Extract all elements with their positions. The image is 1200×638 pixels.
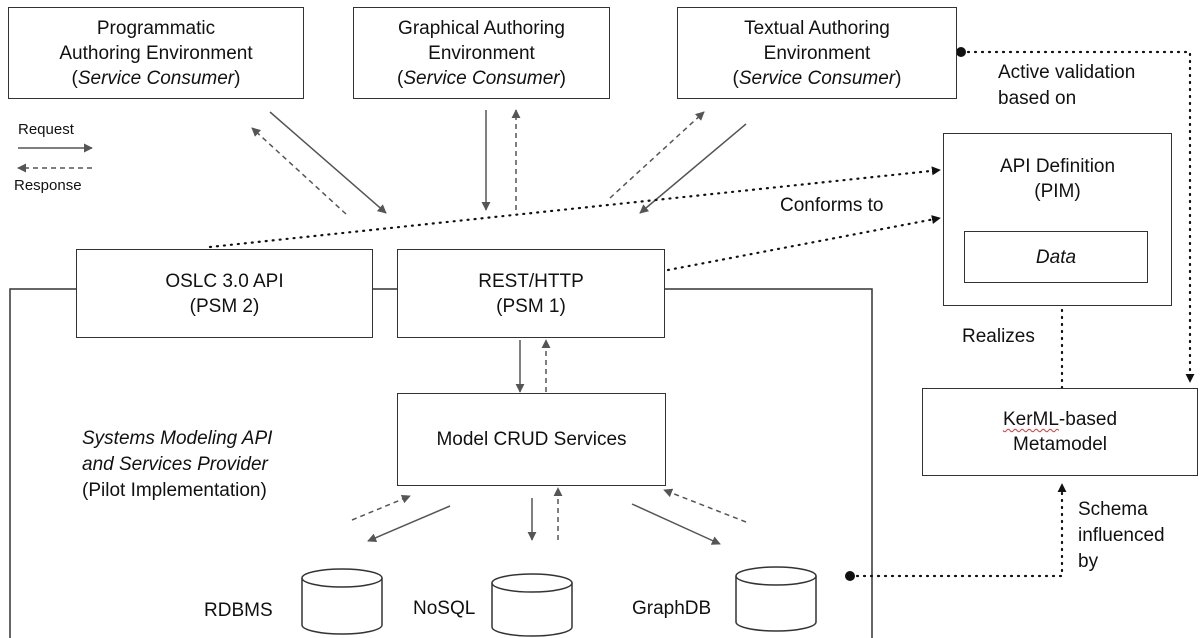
- nosql-cylinder: [491, 573, 573, 637]
- kerml-suffix: -based: [1058, 409, 1118, 430]
- oslc-subtitle: (PSM 2): [189, 295, 260, 317]
- rest-subtitle: (PSM 1): [496, 295, 566, 317]
- schema-influence-dotted: [848, 482, 1067, 578]
- provider-boundary: [9, 288, 873, 638]
- api-definition-title: API Definition: [999, 156, 1116, 177]
- kerml-term: KerML: [1002, 409, 1059, 430]
- rdbms-cylinder: [301, 568, 383, 635]
- legend-response-label: Response: [14, 177, 82, 194]
- active-validation-label-1: Active validation: [998, 62, 1136, 83]
- graphical-consumer-box: Graphical Authoring Environment (Service…: [353, 7, 610, 99]
- programmatic-request-arrow: [269, 111, 387, 214]
- programmatic-title-1: Programmatic: [96, 17, 216, 39]
- textual-title-2: Environment: [763, 42, 871, 64]
- oslc-api-box: OSLC 3.0 API (PSM 2): [76, 249, 373, 338]
- api-definition-subtitle: (PIM): [1034, 181, 1081, 202]
- programmatic-response-arrow: [251, 127, 347, 215]
- data-box: Data: [964, 231, 1148, 283]
- graphdb-request-arrow: [631, 503, 721, 545]
- graphdb-cylinder: [735, 566, 817, 632]
- graphdb-label: GraphDB: [632, 598, 712, 619]
- crud-label: Model CRUD Services: [436, 429, 627, 450]
- provider-label-3: (Pilot Implementation): [82, 480, 267, 501]
- rest-http-box: REST/HTTP (PSM 1): [397, 249, 665, 338]
- rdbms-label: RDBMS: [204, 600, 273, 621]
- kerml-subtitle: Metamodel: [1013, 434, 1107, 455]
- conforms-to-label: Conforms to: [780, 195, 884, 216]
- rest-conforms-dotted: [666, 215, 942, 272]
- textual-title-1: Textual Authoring: [744, 17, 890, 39]
- graphical-title-2: Environment: [428, 42, 535, 64]
- textual-response-arrow: [609, 111, 705, 199]
- programmatic-consumer-box: Programmatic Authoring Environment (Serv…: [8, 7, 304, 99]
- schema-label-1: Schema: [1078, 499, 1148, 520]
- graphical-title-1: Graphical Authoring: [398, 17, 565, 39]
- textual-role: Service Consumer: [738, 67, 896, 89]
- nosql-label: NoSQL: [413, 598, 476, 619]
- realizes-label: Realizes: [962, 326, 1035, 347]
- active-validation-label-2: based on: [998, 88, 1077, 109]
- rdbms-request-arrow: [367, 505, 451, 542]
- graphical-role: Service Consumer: [403, 67, 560, 89]
- provider-label-2: and Services Provider: [82, 454, 268, 475]
- oslc-title: OSLC 3.0 API: [165, 270, 284, 292]
- programmatic-role: Service Consumer: [77, 67, 235, 89]
- provider-label-1: Systems Modeling API: [82, 428, 273, 449]
- active-validation-dotted: [959, 50, 1195, 384]
- model-crud-services-box: Model CRUD Services: [397, 393, 666, 486]
- programmatic-title-2: Authoring Environment: [59, 42, 253, 64]
- schema-label-3: by: [1078, 551, 1099, 572]
- textual-request-arrow: [639, 123, 747, 214]
- legend-request-label: Request: [18, 121, 74, 138]
- kerml-metamodel-box: KerML-based Metamodel: [922, 388, 1198, 476]
- graphdb-response-arrow: [663, 488, 747, 523]
- textual-consumer-box: Textual Authoring Environment (Service C…: [677, 7, 957, 99]
- schema-label-2: influenced: [1078, 525, 1165, 546]
- rest-title: REST/HTTP: [478, 270, 584, 292]
- rdbms-response-arrow: [351, 494, 411, 521]
